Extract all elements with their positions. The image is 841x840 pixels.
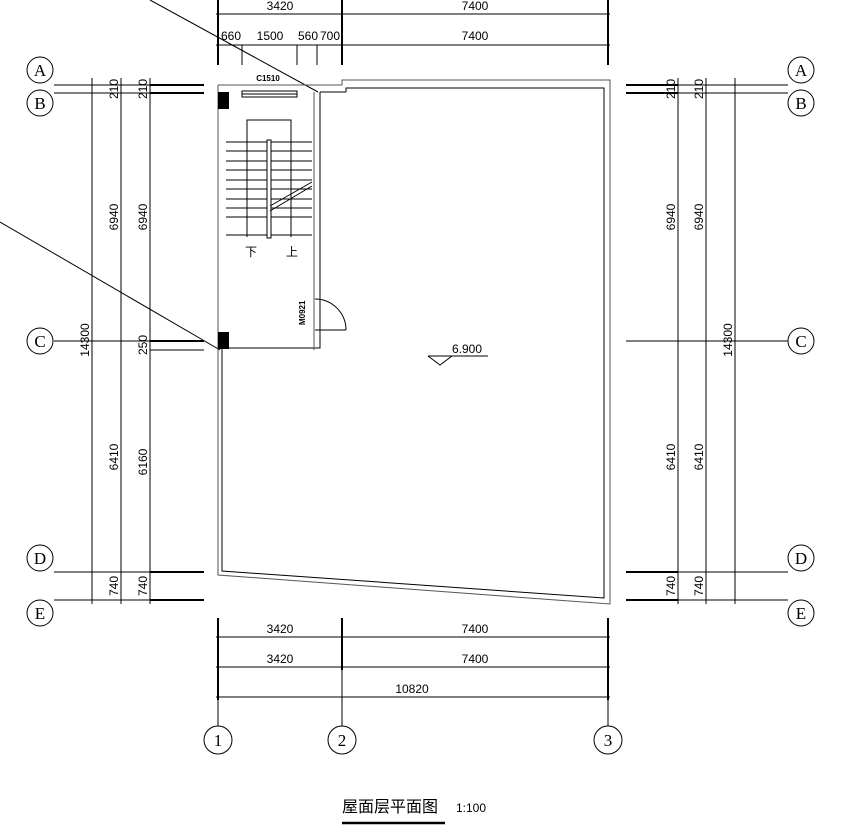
dim-text: 3420 [267, 652, 294, 666]
dim-text: 740 [664, 576, 678, 596]
stair-up-label: 上 [286, 245, 298, 259]
axis-label: C [795, 332, 806, 351]
axis-label: 1 [214, 731, 223, 750]
dim-text: 250 [136, 335, 150, 355]
dim-text: 7400 [462, 652, 489, 666]
dim-text: 210 [107, 79, 121, 99]
staircase[interactable]: 下 上 [226, 119, 313, 259]
dim-text: 740 [692, 576, 706, 596]
title-scale: 1:100 [456, 801, 486, 815]
dim-text: 1500 [257, 29, 284, 43]
bottom-dimensions: 3420 7400 3420 7400 10820 [216, 618, 610, 726]
drawing-title: 屋面层平面图 1:100 [342, 797, 486, 825]
dim-text: 6940 [136, 203, 150, 230]
dim-text: 6940 [664, 203, 678, 230]
dim-text: 6940 [107, 203, 121, 230]
dim-text: 6160 [136, 448, 150, 475]
dim-text: 6410 [664, 443, 678, 470]
dim-text: 10820 [395, 682, 429, 696]
dim-text: 740 [136, 576, 150, 596]
dim-text: 210 [692, 79, 706, 99]
axis-label: 3 [604, 731, 613, 750]
dim-text: 7400 [462, 29, 489, 43]
dim-text: 6940 [692, 203, 706, 230]
axis-label: B [795, 94, 806, 113]
dim-text: 660 [221, 29, 241, 43]
column-axis-bubbles: 1 2 3 [203, 725, 623, 755]
axis-label: D [34, 549, 46, 568]
dim-text: 6410 [107, 443, 121, 470]
title-text: 屋面层平面图 [342, 797, 438, 816]
leader-line [0, 221, 221, 351]
stair-down-label: 下 [245, 245, 257, 259]
leader-line [149, 0, 319, 93]
column [218, 92, 229, 109]
column [218, 332, 229, 349]
elevation-text: 6.900 [452, 342, 482, 356]
dim-text: 700 [320, 29, 340, 43]
axis-label: E [35, 604, 45, 623]
dim-text: 560 [298, 29, 318, 43]
dim-text: 7400 [462, 0, 489, 13]
row-axis-bubbles: A B C D E A B C D E [26, 56, 815, 627]
dim-text: 6410 [692, 443, 706, 470]
axis-label: A [34, 61, 47, 80]
axis-label: C [34, 332, 45, 351]
elevation-marker: 6.900 [427, 342, 488, 366]
building-outline: C1510 下 上 M0921 [217, 74, 611, 605]
dim-text: 14300 [721, 323, 735, 357]
left-dimensions: 14300 210 6940 6410 740 210 6940 250 616… [54, 78, 204, 604]
right-dimensions: 14300 210 6940 6410 740 210 6940 6410 74… [626, 78, 788, 604]
dim-text: 3420 [267, 622, 294, 636]
axis-label: B [34, 94, 45, 113]
window-label: C1510 [256, 74, 280, 83]
axis-label: E [796, 604, 806, 623]
axis-label: D [795, 549, 807, 568]
dim-text: 14300 [78, 323, 92, 357]
dim-text: 7400 [462, 622, 489, 636]
dim-text: 740 [107, 576, 121, 596]
dim-text: 210 [136, 79, 150, 99]
dim-text: 3420 [267, 0, 294, 13]
door[interactable]: M0921 [298, 298, 347, 331]
axis-label: A [795, 61, 808, 80]
top-dimensions: 3420 7400 660 1500 560 700 7400 [216, 0, 610, 65]
dim-text: 210 [664, 79, 678, 99]
axis-label: 2 [338, 731, 347, 750]
door-label: M0921 [298, 300, 307, 325]
